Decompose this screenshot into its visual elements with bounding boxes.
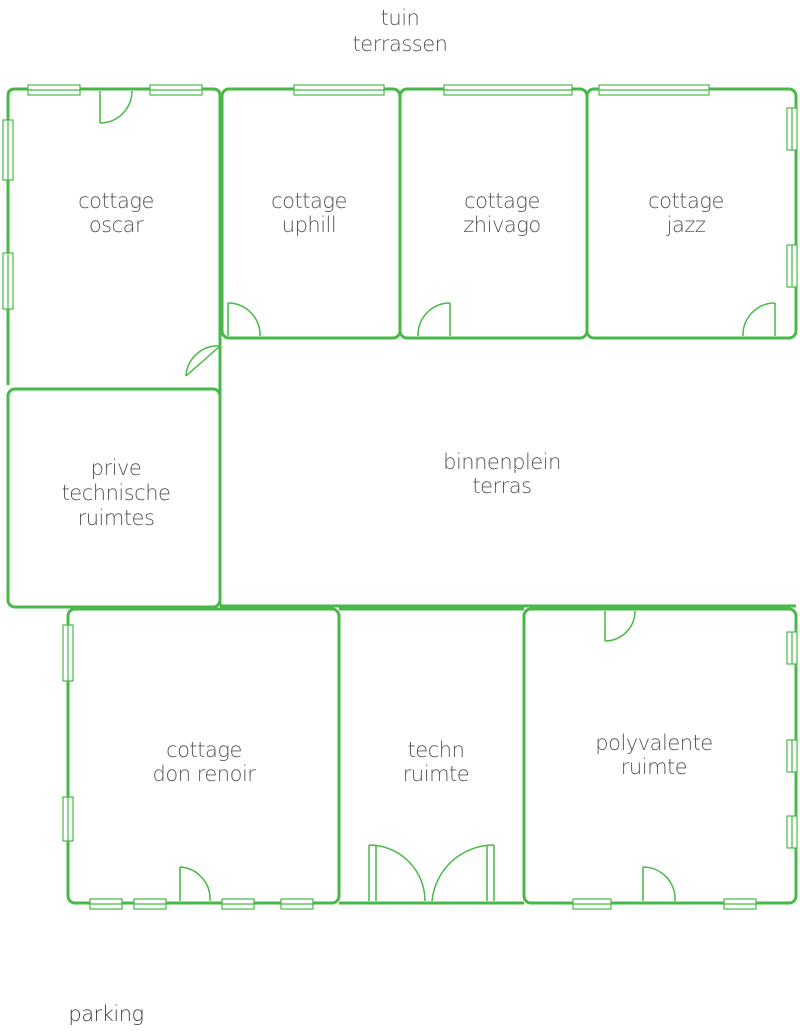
window: [572, 898, 612, 910]
room-label-techn-name: ruimte: [403, 762, 469, 786]
door: [185, 345, 221, 377]
parking-label: parking: [68, 1002, 143, 1026]
room-label-uphill-name: uphill: [282, 213, 336, 237]
windows: [2, 84, 798, 910]
window: [221, 898, 255, 910]
door: [604, 610, 636, 642]
room-label-technical-private-3: ruimtes: [78, 506, 155, 530]
room-technical-private: [6, 387, 222, 609]
room-label-don-renoir: cottage: [166, 738, 242, 762]
window: [598, 84, 710, 96]
window: [786, 815, 798, 849]
room-label-oscar: cottage: [78, 189, 154, 213]
garden-label-sub: terrassen: [353, 32, 448, 56]
room-label-oscar-name: oscar: [89, 213, 144, 237]
room-label-don-renoir-name: don renoir: [153, 762, 257, 786]
window: [2, 252, 14, 310]
window: [149, 84, 203, 96]
door: [179, 866, 211, 902]
window: [89, 898, 123, 910]
room-techn-walls: [339, 607, 524, 905]
window: [2, 119, 14, 181]
room-label-technical-private: prive: [91, 456, 142, 480]
door-double: [368, 844, 495, 902]
room-label-polyvalent: polyvalente: [595, 731, 712, 755]
window: [786, 107, 798, 151]
door: [99, 90, 133, 124]
room-don-renoir: [66, 607, 341, 905]
window: [723, 898, 757, 910]
room-label-jazz: cottage: [648, 189, 724, 213]
door: [417, 302, 451, 337]
doors: [99, 90, 776, 902]
room-label-technical-private-2: technische: [62, 481, 171, 505]
window: [280, 898, 314, 910]
garden-label: tuin: [381, 6, 420, 30]
door: [227, 302, 261, 337]
room-label-uphill: cottage: [271, 189, 347, 213]
door: [742, 302, 776, 337]
window: [443, 84, 573, 96]
door: [642, 866, 676, 902]
window: [786, 739, 798, 773]
window: [786, 631, 798, 665]
window: [133, 898, 167, 910]
room-label-zhivago-name: zhivago: [463, 213, 540, 237]
room-label-polyvalent-name: ruimte: [621, 755, 687, 779]
window: [62, 624, 74, 682]
window: [27, 84, 81, 96]
labels: tuin terrassen cottage oscar cottage uph…: [62, 6, 725, 1026]
window: [293, 84, 385, 96]
window: [62, 796, 74, 842]
window: [786, 244, 798, 288]
room-label-techn: techn: [408, 738, 465, 762]
courtyard-label-sub: terras: [472, 474, 531, 498]
room-label-zhivago: cottage: [464, 189, 540, 213]
courtyard-label: binnenplein: [443, 450, 561, 474]
room-label-jazz-name: jazz: [666, 213, 706, 237]
left-wing-wall: [6, 87, 222, 606]
